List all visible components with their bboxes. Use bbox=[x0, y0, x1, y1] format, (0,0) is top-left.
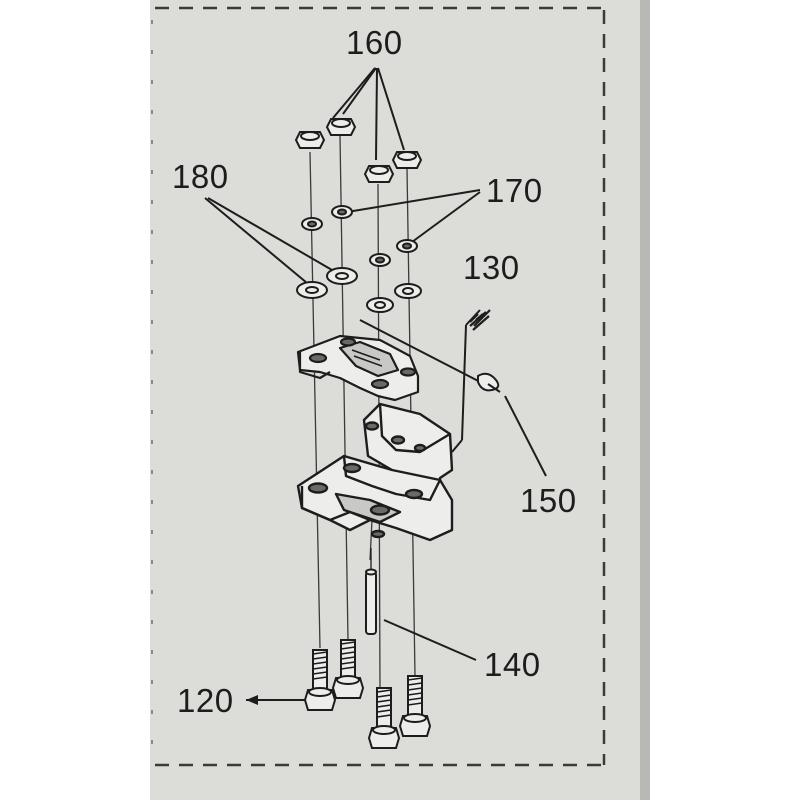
upper-clamp bbox=[296, 334, 420, 402]
lock-washers bbox=[301, 205, 418, 267]
retaining-clip bbox=[477, 372, 501, 393]
spring bbox=[469, 309, 491, 331]
callout-130: 130 bbox=[463, 249, 520, 286]
paper-sheet bbox=[150, 0, 647, 800]
callout-180: 180 bbox=[172, 158, 229, 195]
callout-140: 140 bbox=[484, 646, 541, 683]
callout-150: 150 bbox=[520, 482, 577, 519]
dashed-frame bbox=[155, 6, 606, 767]
callout-170: 170 bbox=[486, 172, 543, 209]
hex-nuts bbox=[294, 118, 423, 183]
pin bbox=[365, 548, 377, 635]
base-bracket bbox=[296, 402, 454, 542]
flat-washers bbox=[296, 267, 422, 313]
callout-160: 160 bbox=[346, 24, 403, 61]
callout-120: 120 bbox=[177, 682, 234, 719]
hex-bolts bbox=[303, 639, 432, 749]
